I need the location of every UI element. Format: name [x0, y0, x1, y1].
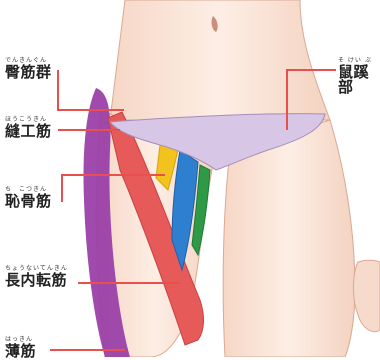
label-pectineus: でんきんぐん 臀筋群 [5, 58, 52, 80]
label-inguinal-name: 鼠蹊部 [338, 65, 380, 95]
label-sartorius-name: 縫工筋 [5, 124, 52, 139]
label-pectineus-name: 臀筋群 [5, 65, 52, 80]
label-gracilis: はっきん 薄筋 [5, 337, 36, 359]
label-adductor-brevis-name: 恥骨筋 [5, 194, 52, 209]
label-inguinal: そ けい ぶ 鼠蹊部 [338, 58, 380, 95]
label-adductor-longus-name: 長内転筋 [5, 273, 68, 288]
label-sartorius: ほうこうきん 縫工筋 [5, 117, 52, 139]
torso-skin [110, 0, 330, 120]
hand-skin [354, 260, 380, 331]
label-adductor-longus: ちょうないてんきん 長内転筋 [5, 266, 68, 288]
label-adductor-brevis: ち こつきん 恥骨筋 [5, 187, 52, 209]
